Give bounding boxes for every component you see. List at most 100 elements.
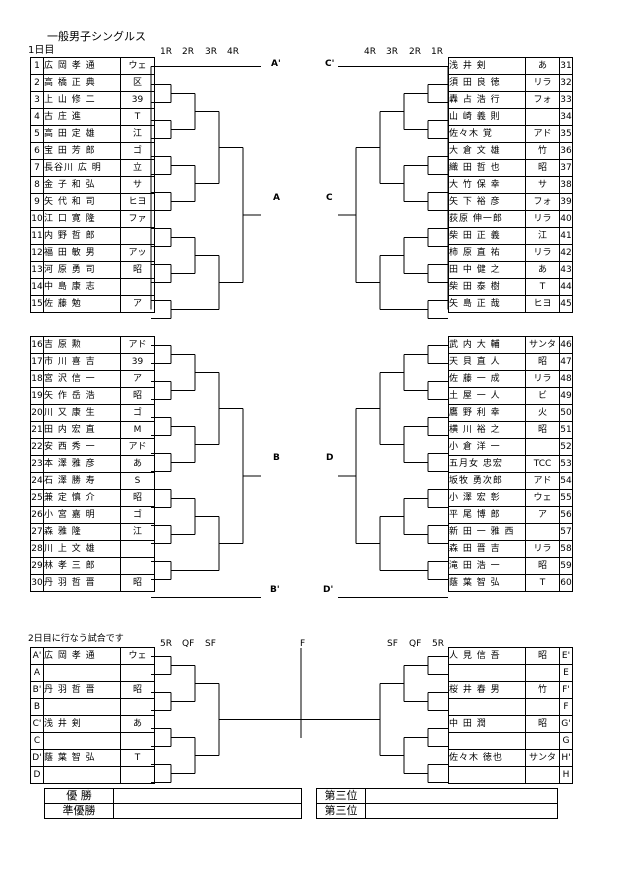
marker-d: D: [326, 453, 334, 463]
runner-up-label: 準優勝: [44, 803, 114, 819]
day2-label: 2日目に行なう試合です: [28, 634, 124, 644]
marker-a: A: [273, 193, 280, 203]
table-row: A: [30, 664, 155, 682]
seed-number: 34: [559, 108, 573, 126]
table-row: B'丹 羽 哲 晋昭: [30, 681, 155, 699]
round-header-qf-right: QF: [409, 639, 422, 649]
runner-up-value[interactable]: [113, 803, 302, 819]
player-name: 丹 羽 哲 晋: [43, 574, 121, 592]
third-place-label-2: 第三位: [316, 803, 366, 819]
results-table-right: 第三位 第三位: [316, 788, 558, 819]
round-header-3r-left: 3R: [205, 47, 217, 57]
marker-c: C: [326, 193, 333, 203]
marker-c-prime: C': [325, 59, 335, 69]
winner-label: 優 勝: [44, 788, 114, 804]
seed-number: 60: [559, 574, 573, 592]
round-header-sf-left: SF: [205, 639, 216, 649]
club-name: あ: [120, 715, 155, 733]
third-place-value-1[interactable]: [365, 788, 558, 804]
table-row: D: [30, 766, 155, 784]
round-header-4r-right: 4R: [364, 47, 376, 57]
marker-b-prime: B': [270, 585, 280, 595]
marker-b: B: [273, 453, 280, 463]
player-name: 矢 島 正 哉: [448, 295, 526, 313]
round-header-3r-right: 3R: [386, 47, 398, 57]
seed-number: G: [559, 732, 573, 750]
round-header-sf-right: SF: [387, 639, 398, 649]
marker-d-prime: D': [323, 585, 334, 595]
round-header-2r-left: 2R: [182, 47, 194, 57]
winner-value[interactable]: [113, 788, 302, 804]
seed-number: 33: [559, 91, 573, 109]
results-table-left: 優 勝 準優勝: [44, 788, 302, 819]
seed-number: E: [559, 664, 573, 682]
seed-number: 45: [559, 295, 573, 313]
round-header-5r-left: 5R: [160, 639, 172, 649]
round-header-2r-right: 2R: [409, 47, 421, 57]
table-row: H: [448, 766, 573, 784]
club-name: ア: [120, 295, 155, 313]
round-header-5r-right: 5R: [432, 639, 444, 649]
third-place-value-2[interactable]: [365, 803, 558, 819]
seed-number: H: [559, 766, 573, 784]
table-row: G: [448, 732, 573, 750]
round-header-qf-left: QF: [182, 639, 195, 649]
page-title: 一般男子シングルス: [47, 30, 146, 43]
round-header-1r-right: 1R: [431, 47, 443, 57]
club-name: [120, 766, 155, 784]
marker-a-prime: A': [271, 59, 281, 69]
round-header-1r-left: 1R: [160, 47, 172, 57]
player-name: 蔭 葉 智 弘: [448, 574, 526, 592]
day1-label: 1日目: [28, 45, 55, 56]
club-name: 昭: [120, 574, 155, 592]
seed-number: 41: [559, 227, 573, 245]
seed-number: 59: [559, 557, 573, 575]
